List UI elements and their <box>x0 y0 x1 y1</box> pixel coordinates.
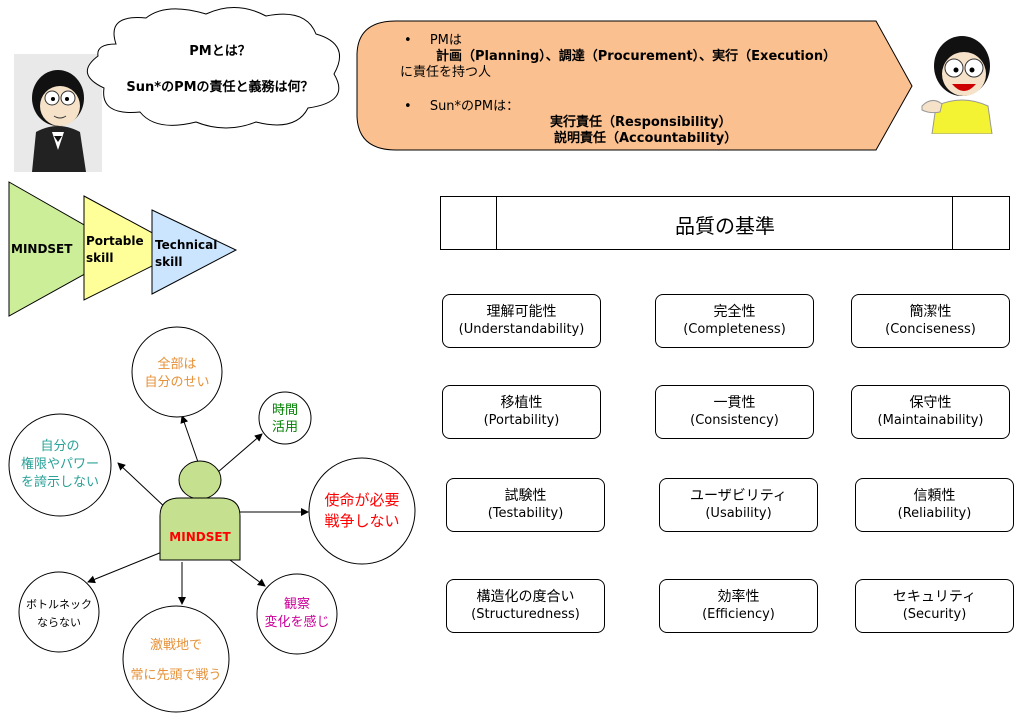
quality-item-en: (Maintainability) <box>877 413 984 428</box>
node-1-line-1: 全部は <box>157 356 196 372</box>
thought-bubble <box>87 6 340 129</box>
node-1-line-2: 自分のせい <box>144 375 209 390</box>
quality-item-name: ユーザビリティ <box>690 488 787 504</box>
banner-bullet-2: • Sun*のPMは： <box>404 95 519 114</box>
quality-item-name: 保守性 <box>909 395 952 411</box>
bubble-line-1: PMとは？ <box>189 44 251 59</box>
quality-item-en: (Understandability) <box>458 322 585 337</box>
quality-item-completeness: 完全性 (Completeness) <box>655 294 814 348</box>
banner-bullet-2-detail-2: 説明責任（Accountability） <box>554 131 738 146</box>
node-circle-5 <box>18 571 100 653</box>
connector-3 <box>117 462 169 511</box>
quality-item-portability: 移植性 (Portability) <box>442 385 601 439</box>
node-7-line-2: 変化を感じ <box>264 614 329 630</box>
portable-skill-label-2: skill <box>86 251 113 265</box>
quality-item-maintainability: 保守性 (Maintainability) <box>851 385 1010 439</box>
banner-bullet-2-detail-1: 実行責任（Responsibility） <box>550 115 732 130</box>
character-avatar-right <box>918 30 1004 135</box>
quality-item-name: 構造化の度合い <box>476 589 575 605</box>
quality-item-conciseness: 簡潔性 (Conciseness) <box>851 294 1010 348</box>
bullet-char: • <box>404 33 412 48</box>
quality-item-en: (Portability) <box>483 413 560 428</box>
pm-definition-banner <box>356 20 913 151</box>
node-circle-7 <box>256 573 338 655</box>
quality-item-en: (Structuredness) <box>471 607 580 622</box>
connector-5 <box>87 551 163 584</box>
title-divider-right <box>952 197 953 249</box>
title-divider-left <box>496 197 497 249</box>
node-circle-6 <box>122 605 230 713</box>
node-4-line-2: 戦争しない <box>324 512 399 530</box>
boy-pointing-icon <box>921 36 993 135</box>
node-3-line-2: 権限やパワー <box>21 456 99 472</box>
skills-arrows: MINDSET Portable skill Technical skill <box>8 181 238 317</box>
node-6-line-2: 常に先頭で戦う <box>130 668 221 683</box>
bubble-line-2: Sun*のPMの責任と義務は何？ <box>126 80 314 95</box>
quality-item-name: 試験性 <box>504 488 547 504</box>
mindset-arrow <box>8 181 130 317</box>
portable-skill-label-1: Portable <box>86 234 144 248</box>
quality-item-en: (Completeness) <box>683 322 786 337</box>
quality-item-name: 一貫性 <box>713 395 756 411</box>
quality-item-en: (Consistency) <box>690 413 779 428</box>
node-2-line-1: 時間 <box>272 403 298 418</box>
quality-item-name: 理解可能性 <box>486 304 557 320</box>
node-5-line-2: ならない <box>37 616 81 629</box>
banner-bullet-1: • PMは <box>404 29 462 48</box>
node-3-line-1: 自分の <box>40 439 79 454</box>
quality-item-en: (Efficiency) <box>702 607 775 622</box>
quality-item-name: 移植性 <box>500 395 543 411</box>
banner-bullet-1-detail: 計画（Planning）、調達（Procurement）、実行（Executio… <box>436 49 837 64</box>
quality-item-en: (Reliability) <box>897 506 972 521</box>
quality-item-usability: ユーザビリティ (Usability) <box>659 478 818 532</box>
quality-title: 品質の基準 <box>675 214 775 238</box>
technical-skill-label-2: skill <box>155 255 182 269</box>
quality-item-name: 簡潔性 <box>909 304 952 320</box>
mindset-center-label: MINDSET <box>169 530 231 544</box>
node-circle-3 <box>8 413 112 517</box>
quality-title-box: 品質の基準 <box>440 196 1010 250</box>
mindset-arrow-label: MINDSET <box>11 242 73 256</box>
quality-item-efficiency: 効率性 (Efficiency) <box>659 579 818 633</box>
technical-skill-label-1: Technical <box>155 238 217 252</box>
connector-7 <box>229 559 266 587</box>
quality-item-consistency: 一貫性 (Consistency) <box>655 385 814 439</box>
quality-item-reliability: 信頼性 (Reliability) <box>855 478 1014 532</box>
quality-item-name: 完全性 <box>713 304 756 320</box>
banner-bullet-1-label: PMは <box>429 33 462 48</box>
connector-2 <box>217 433 263 473</box>
mindset-mind-map: MINDSET 全部は 自分のせい 時間 活用 自分の 権限やパワー を誇示しな… <box>8 326 416 713</box>
connector-1 <box>180 415 199 463</box>
quality-item-security: セキュリティ (Security) <box>855 579 1014 633</box>
quality-item-name: 信頼性 <box>913 488 956 504</box>
quality-item-en: (Usability) <box>705 506 772 521</box>
mindset-person-shape <box>159 460 241 561</box>
quality-item-testability: 試験性 (Testability) <box>446 478 605 532</box>
banner-bullet-1-tail: に責任を持つ人 <box>400 65 492 80</box>
node-3-line-3: を誇示しない <box>21 474 99 490</box>
node-2-line-2: 活用 <box>272 420 298 435</box>
technical-skill-arrow <box>151 209 238 295</box>
node-7-line-1: 観察 <box>284 597 310 612</box>
quality-item-understandability: 理解可能性 (Understandability) <box>442 294 601 348</box>
portable-skill-arrow <box>83 195 186 301</box>
quality-item-en: (Conciseness) <box>885 322 976 337</box>
node-6-line-1: 激戦地で <box>150 638 202 653</box>
bullet-char: • <box>404 99 412 114</box>
node-circle-2 <box>258 391 312 445</box>
node-circle-4 <box>308 457 416 565</box>
quality-item-en: (Testability) <box>487 506 564 521</box>
quality-item-name: セキュリティ <box>892 589 977 605</box>
quality-item-name: 効率性 <box>717 589 760 605</box>
node-circle-1 <box>131 326 223 418</box>
banner-bullet-2-label: Sun*のPMは： <box>429 99 520 114</box>
quality-item-en: (Security) <box>902 607 967 622</box>
quality-item-structuredness: 構造化の度合い (Structuredness) <box>446 579 605 633</box>
node-5-line-1: ボトルネック <box>26 598 92 611</box>
node-4-line-1: 使命が必要 <box>324 491 399 509</box>
